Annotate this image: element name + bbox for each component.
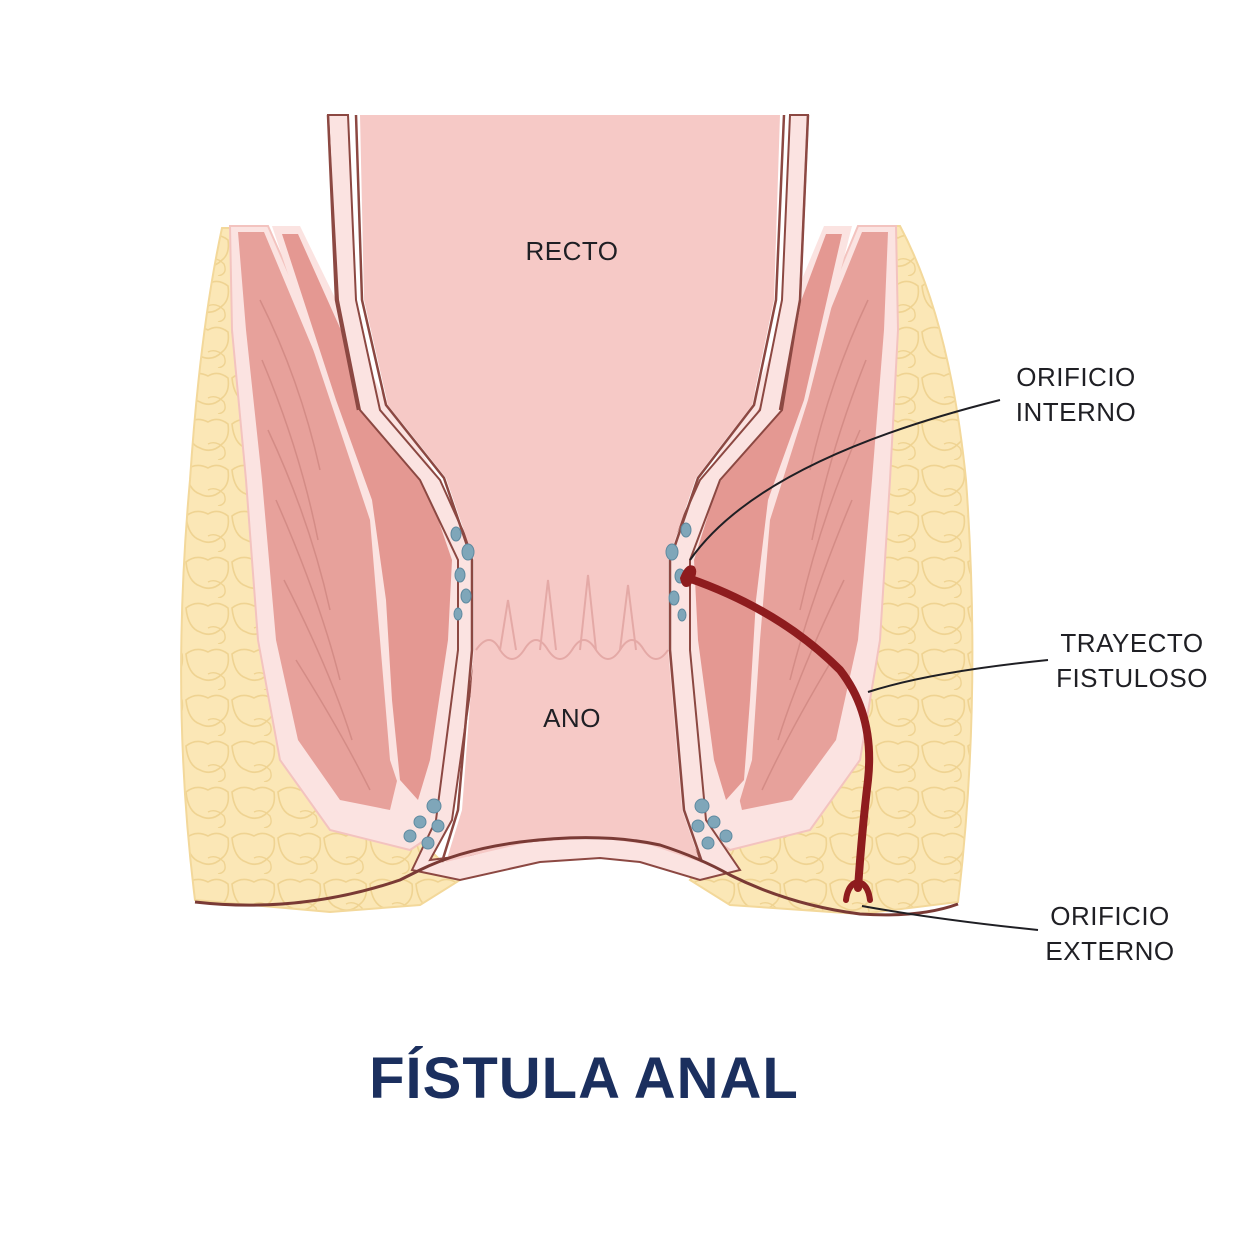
external-opening-mark <box>843 878 873 903</box>
fistula-tract <box>684 574 874 892</box>
right-external-sphincter-muscle <box>730 232 888 810</box>
internal-opening-mark <box>680 565 697 587</box>
rectum-wall <box>326 114 810 882</box>
anal-glands <box>403 522 733 850</box>
leader-line-tract <box>867 659 1049 693</box>
right-external-striations <box>761 299 869 791</box>
label-orificio-externo-line1: ORIFICIO <box>1050 901 1170 931</box>
leader-lines <box>689 399 1049 931</box>
label-trayecto-line1: TRAYECTO <box>1060 628 1203 658</box>
right-internal-sphincter-muscle <box>694 234 842 800</box>
left-external-striations <box>259 299 371 791</box>
label-ano: ANO <box>543 703 601 733</box>
label-recto: RECTO <box>525 236 618 266</box>
left-external-sphincter-muscle <box>238 232 402 810</box>
anal-columns <box>475 574 669 660</box>
left-internal-sphincter-muscle <box>282 234 452 800</box>
rectal-lumen <box>360 115 780 862</box>
label-orificio-interno-line1: ORIFICIO <box>1016 362 1136 392</box>
label-orificio-externo-line2: EXTERNO <box>1045 936 1174 966</box>
label-orificio-interno-line2: INTERNO <box>1016 397 1137 427</box>
diagram-title: FÍSTULA ANAL <box>369 1046 799 1111</box>
perianal-skin <box>194 836 959 917</box>
leader-line-external <box>861 905 1039 931</box>
label-trayecto-line2: FISTULOSO <box>1056 663 1208 693</box>
leader-line-internal <box>689 399 1001 561</box>
